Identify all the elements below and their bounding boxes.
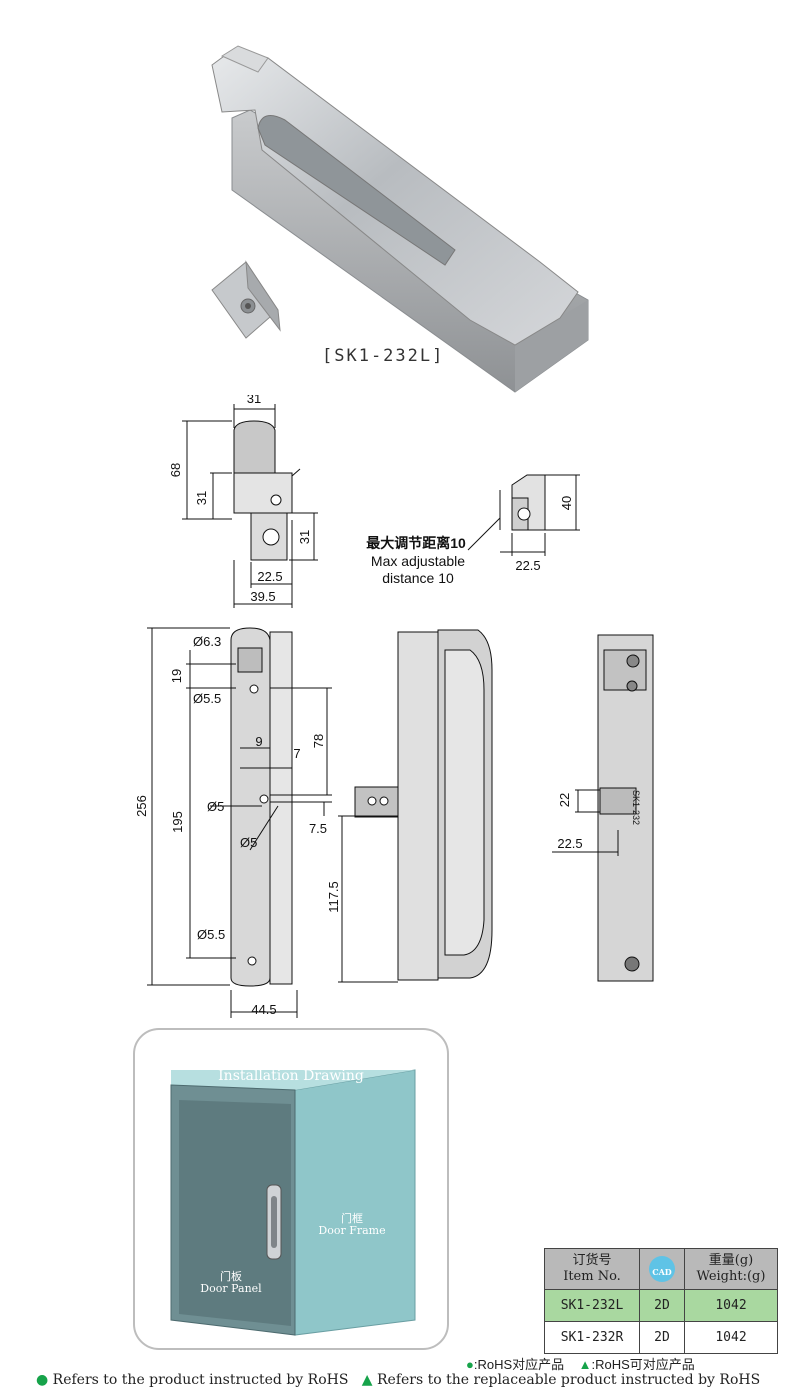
side-view <box>182 404 318 608</box>
table-row: SK1-232L 2D 1042 <box>544 1289 778 1322</box>
dim-height-total: 68 <box>168 463 183 477</box>
dim-bracket-height: 40 <box>559 496 574 510</box>
dim-hole-upper: Ø5.5 <box>193 691 221 706</box>
legend-rohs-en: Refers to the product instructed by RoHS <box>52 1372 349 1388</box>
dim-top-offset: 19 <box>169 669 184 683</box>
header-item-en: Item No. <box>563 1269 621 1284</box>
cad-badge-text: CAD <box>652 1267 672 1277</box>
header-item-cn: 订货号 <box>572 1253 612 1268</box>
header-weight-en: Weight:(g) <box>696 1269 766 1284</box>
adjust-note-en-1: Max adjustable <box>371 553 465 569</box>
door-frame-label-cn: 门框 <box>341 1212 363 1225</box>
dim-off-7: 7 <box>293 746 300 761</box>
dim-width-base: 22.5 <box>257 569 282 584</box>
back-embossed-text: SK1-232 <box>631 790 641 825</box>
item-cell: SK1-232R <box>544 1321 640 1354</box>
green-dot-icon: ● <box>466 1357 474 1372</box>
table-header-row: 订货号 Item No. CAD 重量(g) Weight:(g) <box>544 1248 778 1290</box>
header-cad: CAD <box>639 1248 685 1290</box>
legend-rohs-replace-en: Refers to the replaceable product instru… <box>377 1372 761 1388</box>
technical-drawing: 31 68 31 31 22.5 39.5 40 22.5 最大调节距离10 M… <box>134 395 654 1018</box>
dim-width-top: 31 <box>247 395 261 406</box>
items-table: 订货号 Item No. CAD 重量(g) Weight:(g) SK1-23… <box>544 1248 778 1354</box>
header-weight-cn: 重量(g) <box>708 1253 754 1268</box>
dim-bracket-width: 22.5 <box>515 558 540 573</box>
weight-cell: 1042 <box>684 1289 778 1322</box>
cad-cell: 2D <box>639 1321 685 1354</box>
weight-cell: 1042 <box>684 1321 778 1354</box>
dim-off-7-5: 7.5 <box>309 821 327 836</box>
middle-view <box>338 629 493 983</box>
dim-height-117-5: 117.5 <box>326 881 341 913</box>
header-weight: 重量(g) Weight:(g) <box>684 1248 778 1290</box>
header-item-no: 订货号 Item No. <box>544 1248 640 1290</box>
item-cell: SK1-232L <box>544 1289 640 1322</box>
green-triangle-icon: ▲ <box>578 1357 592 1372</box>
adjust-note-cn: 最大调节距离10 <box>366 535 466 551</box>
install-title-cn: 安装图 <box>270 1053 312 1069</box>
cad-cell: 2D <box>639 1289 685 1322</box>
dim-height-mid: 31 <box>194 491 209 505</box>
door-frame-label-en: Door Frame <box>318 1224 386 1237</box>
door-panel-label-en: Door Panel <box>200 1282 262 1295</box>
front-view <box>147 627 332 1018</box>
dim-total-height: 256 <box>134 795 149 817</box>
cad-icon: CAD <box>649 1256 675 1282</box>
product-photo <box>211 45 589 393</box>
dim-hole-lower: Ø5.5 <box>197 927 225 942</box>
legend-en: ● Refers to the product instructed by Ro… <box>36 1372 760 1388</box>
legend-cn: ●:RoHS对应产品 ▲:RoHS可对应产品 <box>466 1354 695 1373</box>
dim-hole-top: Ø6.3 <box>193 634 221 649</box>
dim-height-low: 31 <box>297 530 312 544</box>
bracket-view <box>467 474 580 556</box>
installation-drawing: 安装图 Installation Drawing 门框 Door Frame 门… <box>133 1028 449 1350</box>
dim-pitch: 195 <box>170 811 185 833</box>
dim-width: 44.5 <box>251 1002 276 1017</box>
dim-hole-mid2: Ø5 <box>240 835 257 850</box>
dim-offset-78: 78 <box>311 734 326 748</box>
back-view <box>552 634 654 982</box>
dim-d22-5: 22.5 <box>557 836 582 851</box>
dim-width-total: 39.5 <box>250 589 275 604</box>
dim-hole-mid1: Ø5 <box>207 799 224 814</box>
legend-rohs-cn: :RoHS对应产品 <box>473 1357 565 1372</box>
green-triangle-icon: ▲ <box>361 1372 373 1388</box>
table-row: SK1-232R 2D 1042 <box>544 1321 778 1354</box>
model-label: [SK1-232L] <box>322 346 445 366</box>
dim-off-9: 9 <box>255 734 262 749</box>
green-dot-icon: ● <box>36 1372 49 1388</box>
door-panel-label-cn: 门板 <box>220 1270 242 1283</box>
adjust-note-en-2: distance 10 <box>382 570 454 586</box>
install-title-en: Installation Drawing <box>218 1068 364 1084</box>
dim-d22: 22 <box>557 793 572 807</box>
legend-rohs-replace-cn: :RoHS可对应产品 <box>591 1357 695 1372</box>
bracket-photo <box>211 260 281 339</box>
